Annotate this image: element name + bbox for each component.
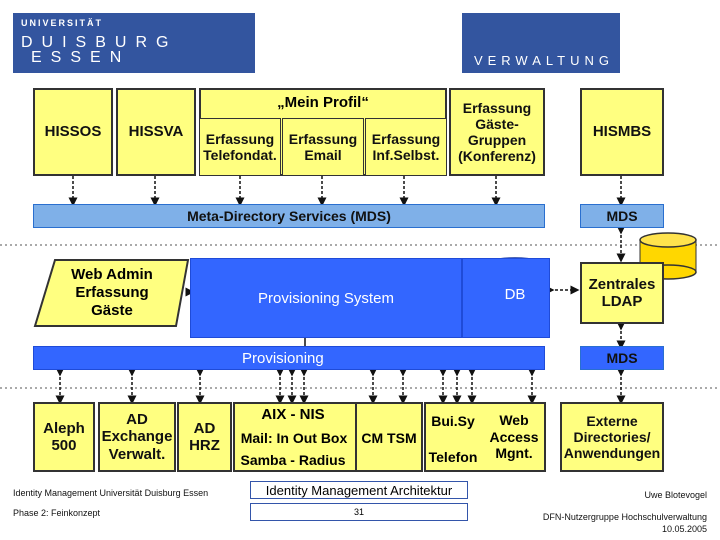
label-db: DB bbox=[504, 285, 526, 303]
label-aix-nis: AIX - NIS bbox=[261, 405, 325, 423]
box-ad-exchange: AD Exchange Verwalt. bbox=[98, 402, 176, 472]
box-zentrales-ldap: Zentrales LDAP bbox=[580, 262, 664, 324]
label-mds-right: MDS bbox=[606, 208, 638, 224]
label-erfassung-gaeste: Erfassung Gäste- Gruppen (Konferenz) bbox=[458, 99, 536, 165]
group-busy-web bbox=[424, 402, 546, 472]
bar-mds-bottom-right: MDS bbox=[580, 346, 664, 370]
footer-org: Identity Management Universität Duisburg… bbox=[13, 488, 209, 498]
label-erfassung-email: Erfassung Email bbox=[288, 130, 358, 163]
label-bui-sy: Bui.Sy bbox=[431, 413, 475, 429]
box-hissos: HISSOS bbox=[33, 88, 113, 176]
label-ad-exchange: AD Exchange Verwalt. bbox=[101, 411, 173, 463]
label-hissva: HISSVA bbox=[128, 123, 184, 141]
section-banner: VERWALTUNG bbox=[462, 13, 620, 73]
divider-aix bbox=[355, 402, 357, 472]
label-mail-inout: Mail: In Out Box bbox=[240, 430, 348, 446]
footer-title: Identity Management Architektur bbox=[265, 482, 453, 498]
footer-phase: Phase 2: Feinkonzept bbox=[13, 508, 101, 518]
footer-page-box: 31 bbox=[250, 503, 468, 521]
label-aleph: Aleph 500 bbox=[43, 419, 85, 454]
label-provisioning-system: Provisioning System bbox=[258, 289, 394, 307]
label-erfassung-telefon: Erfassung Telefondat. bbox=[203, 130, 277, 163]
box-aleph-500: Aleph 500 bbox=[33, 402, 95, 472]
box-hismbs: HISMBS bbox=[580, 88, 664, 176]
label-erfassung-infselbst: Erfassung Inf.Selbst. bbox=[371, 130, 441, 163]
box-erfassung-telefon: Erfassung Telefondat. bbox=[199, 118, 281, 176]
logo-line-universitaet: UNIVERSITÄT bbox=[21, 18, 104, 28]
label-mds-bar: Meta-Directory Services (MDS) bbox=[187, 208, 391, 224]
box-erfassung-infselbst: Erfassung Inf.Selbst. bbox=[365, 118, 447, 176]
label-cm-tsm: CM TSM bbox=[361, 430, 417, 446]
label-web-access: Web Access Mgnt. bbox=[489, 411, 539, 462]
box-db-area bbox=[462, 258, 550, 338]
bar-mds-right: MDS bbox=[580, 204, 664, 228]
box-ad-hrz: AD HRZ bbox=[177, 402, 232, 472]
logo-line-essen: ESSEN bbox=[31, 49, 131, 66]
page-number: 31 bbox=[353, 507, 364, 517]
label-ad-hrz: AD HRZ bbox=[189, 419, 220, 454]
label-web-admin: Web Admin Erfassung Gäste bbox=[71, 266, 153, 319]
footer-group: DFN-Nutzergruppe Hochschulverwaltung bbox=[542, 512, 707, 522]
footer-title-box: Identity Management Architektur bbox=[250, 481, 468, 499]
box-hissva: HISSVA bbox=[116, 88, 196, 176]
bar-meta-directory-services: Meta-Directory Services (MDS) bbox=[33, 204, 545, 228]
section-title: VERWALTUNG bbox=[473, 53, 614, 68]
bar-provisioning: Provisioning bbox=[33, 346, 545, 370]
label-zentrales-ldap: Zentrales LDAP bbox=[588, 275, 656, 310]
label-mein-profil: „Mein Profil“ bbox=[277, 93, 369, 111]
label-hissos: HISSOS bbox=[44, 123, 102, 141]
box-erfassung-gaeste: Erfassung Gäste- Gruppen (Konferenz) bbox=[449, 88, 545, 176]
label-telefon: Telefon bbox=[428, 449, 478, 465]
label-mds-bottom-right: MDS bbox=[606, 350, 638, 366]
footer-author: Uwe Blotevogel bbox=[644, 490, 707, 500]
box-erfassung-email: Erfassung Email bbox=[282, 118, 364, 176]
logo-line-duisburg: DUISBURG bbox=[21, 34, 178, 51]
label-externe: Externe Directories/ Anwendungen bbox=[563, 412, 661, 462]
group-aix-nis bbox=[233, 402, 423, 472]
label-hismbs: HISMBS bbox=[592, 123, 652, 141]
label-provisioning-bar: Provisioning bbox=[242, 349, 324, 367]
footer-date: 10.05.2005 bbox=[661, 524, 707, 534]
box-externe-directories: Externe Directories/ Anwendungen bbox=[560, 402, 664, 472]
university-logo: UNIVERSITÄT DUISBURG ESSEN bbox=[13, 13, 255, 73]
box-provisioning-system: Provisioning System bbox=[190, 258, 462, 338]
label-samba-radius: Samba - Radius bbox=[240, 452, 346, 468]
